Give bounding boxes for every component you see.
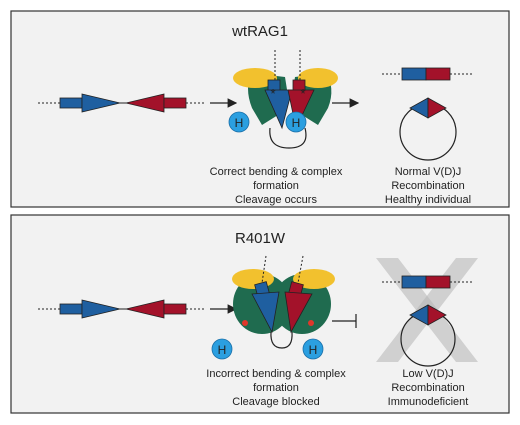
blocked-product (376, 258, 478, 367)
right-caption-line-3: Healthy individual (385, 194, 471, 206)
middle-caption-line-1: Incorrect bending & complex (206, 368, 346, 380)
cleavage-asterisk-right: * (300, 86, 305, 101)
signal-joint-red (427, 97, 447, 119)
blue-coding-segment (59, 303, 83, 315)
hmgb1-label-left: H (235, 116, 244, 130)
right-caption-line-2: Recombination (391, 382, 464, 394)
blue-coding-segment (59, 97, 83, 109)
yellow-domain-right (293, 269, 335, 289)
right-caption-line-2: Recombination (391, 180, 464, 192)
panel-title: wtRAG1 (231, 23, 288, 40)
panel-wtrag1: wtRAG1 * * H (10, 10, 510, 208)
right-caption-line-3: Immunodeficient (388, 396, 469, 408)
panel-r401w: R401W H (10, 214, 510, 414)
cleavage-asterisk-left: * (270, 86, 275, 101)
right-caption-line-1: Low V(D)J (402, 368, 453, 380)
rag-complex-mutant (232, 255, 335, 349)
coding-joint-red (425, 67, 451, 81)
hmgb1-circle-left (211, 338, 233, 360)
rag-complex: * * H H (228, 50, 338, 149)
hmgb1-circle-right (285, 111, 307, 133)
yellow-domain-left (233, 68, 277, 88)
dna-loop (269, 127, 307, 149)
middle-caption-line-2: formation (253, 180, 299, 192)
blue-rss-in-complex (251, 291, 280, 334)
middle-caption-line-1: Correct bending & complex (210, 166, 343, 178)
middle-caption-line-2: formation (253, 382, 299, 394)
middle-caption-line-3: Cleavage blocked (232, 396, 319, 408)
hmgb1-label-right: H (292, 116, 301, 130)
coding-joint-blue (401, 275, 427, 289)
red-coding-segment (163, 303, 187, 315)
hmgb1-circle-right (302, 338, 324, 360)
red-coding-segment (163, 97, 187, 109)
blue-rss-triangle (81, 93, 121, 113)
mutation-dot-right (308, 320, 314, 326)
dna-substrate (38, 299, 206, 319)
recombination-product (382, 67, 472, 161)
hmgb1-circle-left (228, 111, 250, 133)
blue-rss-triangle (81, 299, 121, 319)
middle-caption-line-3: Cleavage occurs (235, 194, 317, 206)
blocked-arrow (332, 314, 357, 328)
panel-title: R401W (235, 230, 286, 247)
signal-joint-red (427, 304, 447, 326)
blue-rss-in-complex (264, 89, 293, 130)
dna-loop (270, 331, 293, 349)
red-rss-in-complex (284, 291, 313, 334)
coding-joint-red (425, 275, 451, 289)
dna-substrate (38, 93, 206, 113)
yellow-domain-right (298, 68, 338, 88)
hmgb1-label-left: H (218, 343, 227, 357)
coding-joint-blue (401, 67, 427, 81)
hmgb1-label-right: H (309, 343, 318, 357)
right-caption-line-1: Normal V(D)J (395, 166, 462, 178)
mutation-dot-left (242, 320, 248, 326)
